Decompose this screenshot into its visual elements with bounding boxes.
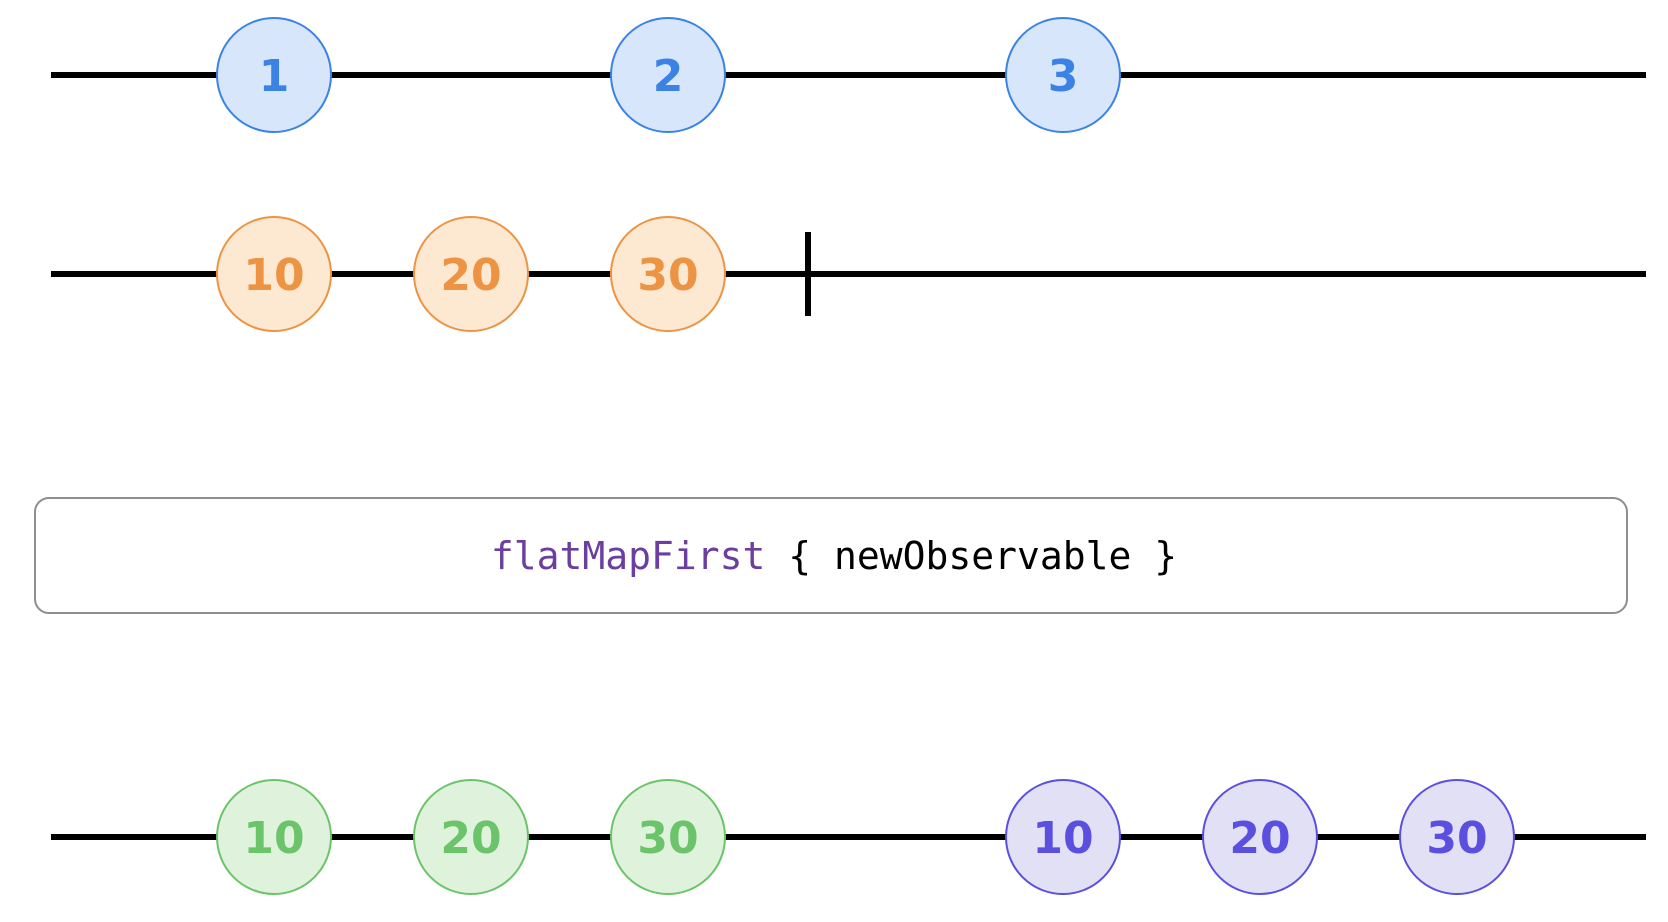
marble-label: 30 bbox=[1426, 813, 1487, 864]
marble: 10 bbox=[216, 779, 332, 895]
marble: 3 bbox=[1005, 17, 1121, 133]
marble-circle bbox=[413, 779, 529, 895]
marble-label: 20 bbox=[440, 813, 501, 864]
marble: 20 bbox=[1202, 779, 1318, 895]
marble-label: 30 bbox=[637, 813, 698, 864]
timeline-inner: 10 20 30 bbox=[51, 216, 1646, 332]
marble-label: 10 bbox=[1032, 813, 1093, 864]
marble: 20 bbox=[413, 779, 529, 895]
marble-circle bbox=[1005, 17, 1121, 133]
marble: 10 bbox=[216, 216, 332, 332]
marble-circle bbox=[216, 17, 332, 133]
marble-circle bbox=[1399, 779, 1515, 895]
marble: 10 bbox=[1005, 779, 1121, 895]
marble: 1 bbox=[216, 17, 332, 133]
marble: 20 bbox=[413, 216, 529, 332]
timeline-result: 10 20 30 10 20 30 bbox=[51, 779, 1646, 895]
marble-label: 30 bbox=[637, 250, 698, 301]
marble: 2 bbox=[610, 17, 726, 133]
operator-keyword: flatMapFirst bbox=[491, 534, 766, 578]
operator-args: { newObservable } bbox=[765, 534, 1177, 578]
marble-circle bbox=[216, 779, 332, 895]
marble-label: 20 bbox=[440, 250, 501, 301]
marble-circle bbox=[610, 779, 726, 895]
operator-box-frame bbox=[34, 497, 1628, 614]
marble-label: 1 bbox=[259, 51, 290, 102]
marble-label: 10 bbox=[243, 250, 304, 301]
marble-label: 10 bbox=[243, 813, 304, 864]
marble-circle bbox=[413, 216, 529, 332]
timelines: 1 2 3 10 20 30 10 20 30 10 20 30 bbox=[51, 17, 1646, 895]
marble-circle bbox=[610, 216, 726, 332]
marble: 30 bbox=[1399, 779, 1515, 895]
marble-circle bbox=[610, 17, 726, 133]
marble-circle bbox=[216, 216, 332, 332]
marble-circle bbox=[1202, 779, 1318, 895]
marble-label: 2 bbox=[653, 51, 684, 102]
marble: 30 bbox=[610, 779, 726, 895]
marble-label: 3 bbox=[1048, 51, 1079, 102]
marble-label: 20 bbox=[1229, 813, 1290, 864]
timeline-source: 1 2 3 bbox=[51, 17, 1646, 133]
operator-box: flatMapFirst { newObservable } bbox=[34, 497, 1628, 614]
marble-circle bbox=[1005, 779, 1121, 895]
marble: 30 bbox=[610, 216, 726, 332]
operator-label: flatMapFirst { newObservable } bbox=[491, 534, 1177, 578]
